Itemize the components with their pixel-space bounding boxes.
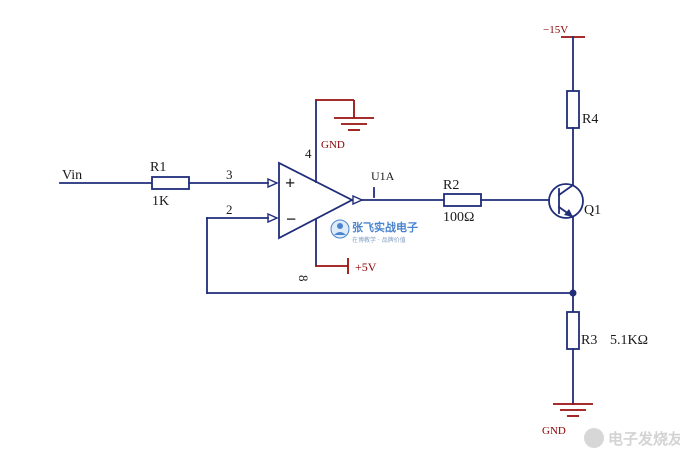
opamp-ref-label: U1A	[371, 169, 395, 183]
transistor-q1	[548, 183, 584, 219]
q1-collector	[557, 183, 575, 197]
resistor-r1	[151, 176, 190, 190]
opamp-minus-sign: −	[286, 209, 296, 229]
watermark-sub-text: 在博教学 · 品牌价值	[352, 236, 406, 244]
corner-watermark: 电子发烧友	[584, 428, 680, 448]
pin2-label: 2	[226, 202, 233, 217]
vee-top-label: −15V	[543, 24, 568, 36]
r1-value-label: 1K	[152, 194, 169, 209]
resistor-r4	[566, 90, 580, 129]
r3-ref-label: R3	[581, 333, 597, 348]
feedback-junction-dot	[569, 289, 577, 297]
pin2-arrow	[267, 212, 279, 224]
pin8-label: 8	[296, 275, 311, 282]
r3-value-label: 5.1KΩ	[610, 333, 648, 348]
gnd-bottom-label: GND	[542, 425, 566, 437]
vin-label: Vin	[62, 168, 82, 183]
resistor-r2	[443, 193, 482, 207]
watermark-main-text: 张飞实战电子	[352, 220, 418, 234]
q1-emitter-arrow	[564, 209, 573, 217]
pin4-label: 4	[305, 146, 312, 161]
opamp-output-arrow	[352, 194, 364, 206]
corner-watermark-text: 电子发烧友	[608, 430, 680, 448]
opamp-plus-sign: +	[285, 173, 295, 193]
r4-ref-label: R4	[582, 112, 598, 127]
resistor-r3	[566, 311, 580, 350]
watermark-badge: 张飞实战电子 在博教学 · 品牌价值	[330, 219, 418, 244]
vcc-opamp-label: +5V	[355, 260, 377, 274]
r2-ref-label: R2	[443, 178, 459, 193]
r2-value-label: 100Ω	[443, 210, 474, 225]
r1-ref-label: R1	[150, 160, 166, 175]
q1-ref-label: Q1	[584, 203, 601, 218]
pin3-arrow	[267, 177, 279, 189]
corner-watermark-icon	[584, 428, 604, 448]
gnd-top-label: GND	[321, 139, 345, 151]
pin3-label: 3	[226, 167, 233, 182]
